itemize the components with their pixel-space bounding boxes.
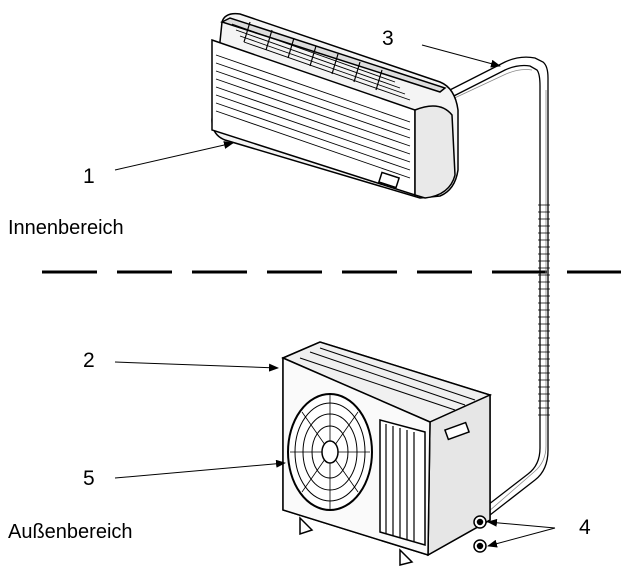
leader-2 <box>114 361 279 372</box>
refrigerant-pipe <box>439 56 549 516</box>
indoor-unit <box>211 12 459 199</box>
indoor-unit-louvres <box>215 21 411 179</box>
leader-1 <box>114 141 234 171</box>
callout-5: 5 <box>83 467 95 490</box>
leader-4b <box>487 527 556 548</box>
callout-2: 2 <box>83 349 95 372</box>
callout-3: 3 <box>382 27 394 50</box>
callout-1: 1 <box>83 165 95 188</box>
pipe-insulation-ribs <box>538 204 550 416</box>
indoor-area-label: Innenbereich <box>8 217 124 239</box>
leader-3 <box>421 44 501 68</box>
leader-5 <box>114 459 286 479</box>
service-valves <box>473 515 487 553</box>
outdoor-unit-fan <box>287 393 373 511</box>
outdoor-area-label: Außenbereich <box>8 521 133 543</box>
callout-4: 4 <box>579 516 591 539</box>
leader-4a <box>487 518 556 529</box>
callout-leaders <box>114 44 556 548</box>
